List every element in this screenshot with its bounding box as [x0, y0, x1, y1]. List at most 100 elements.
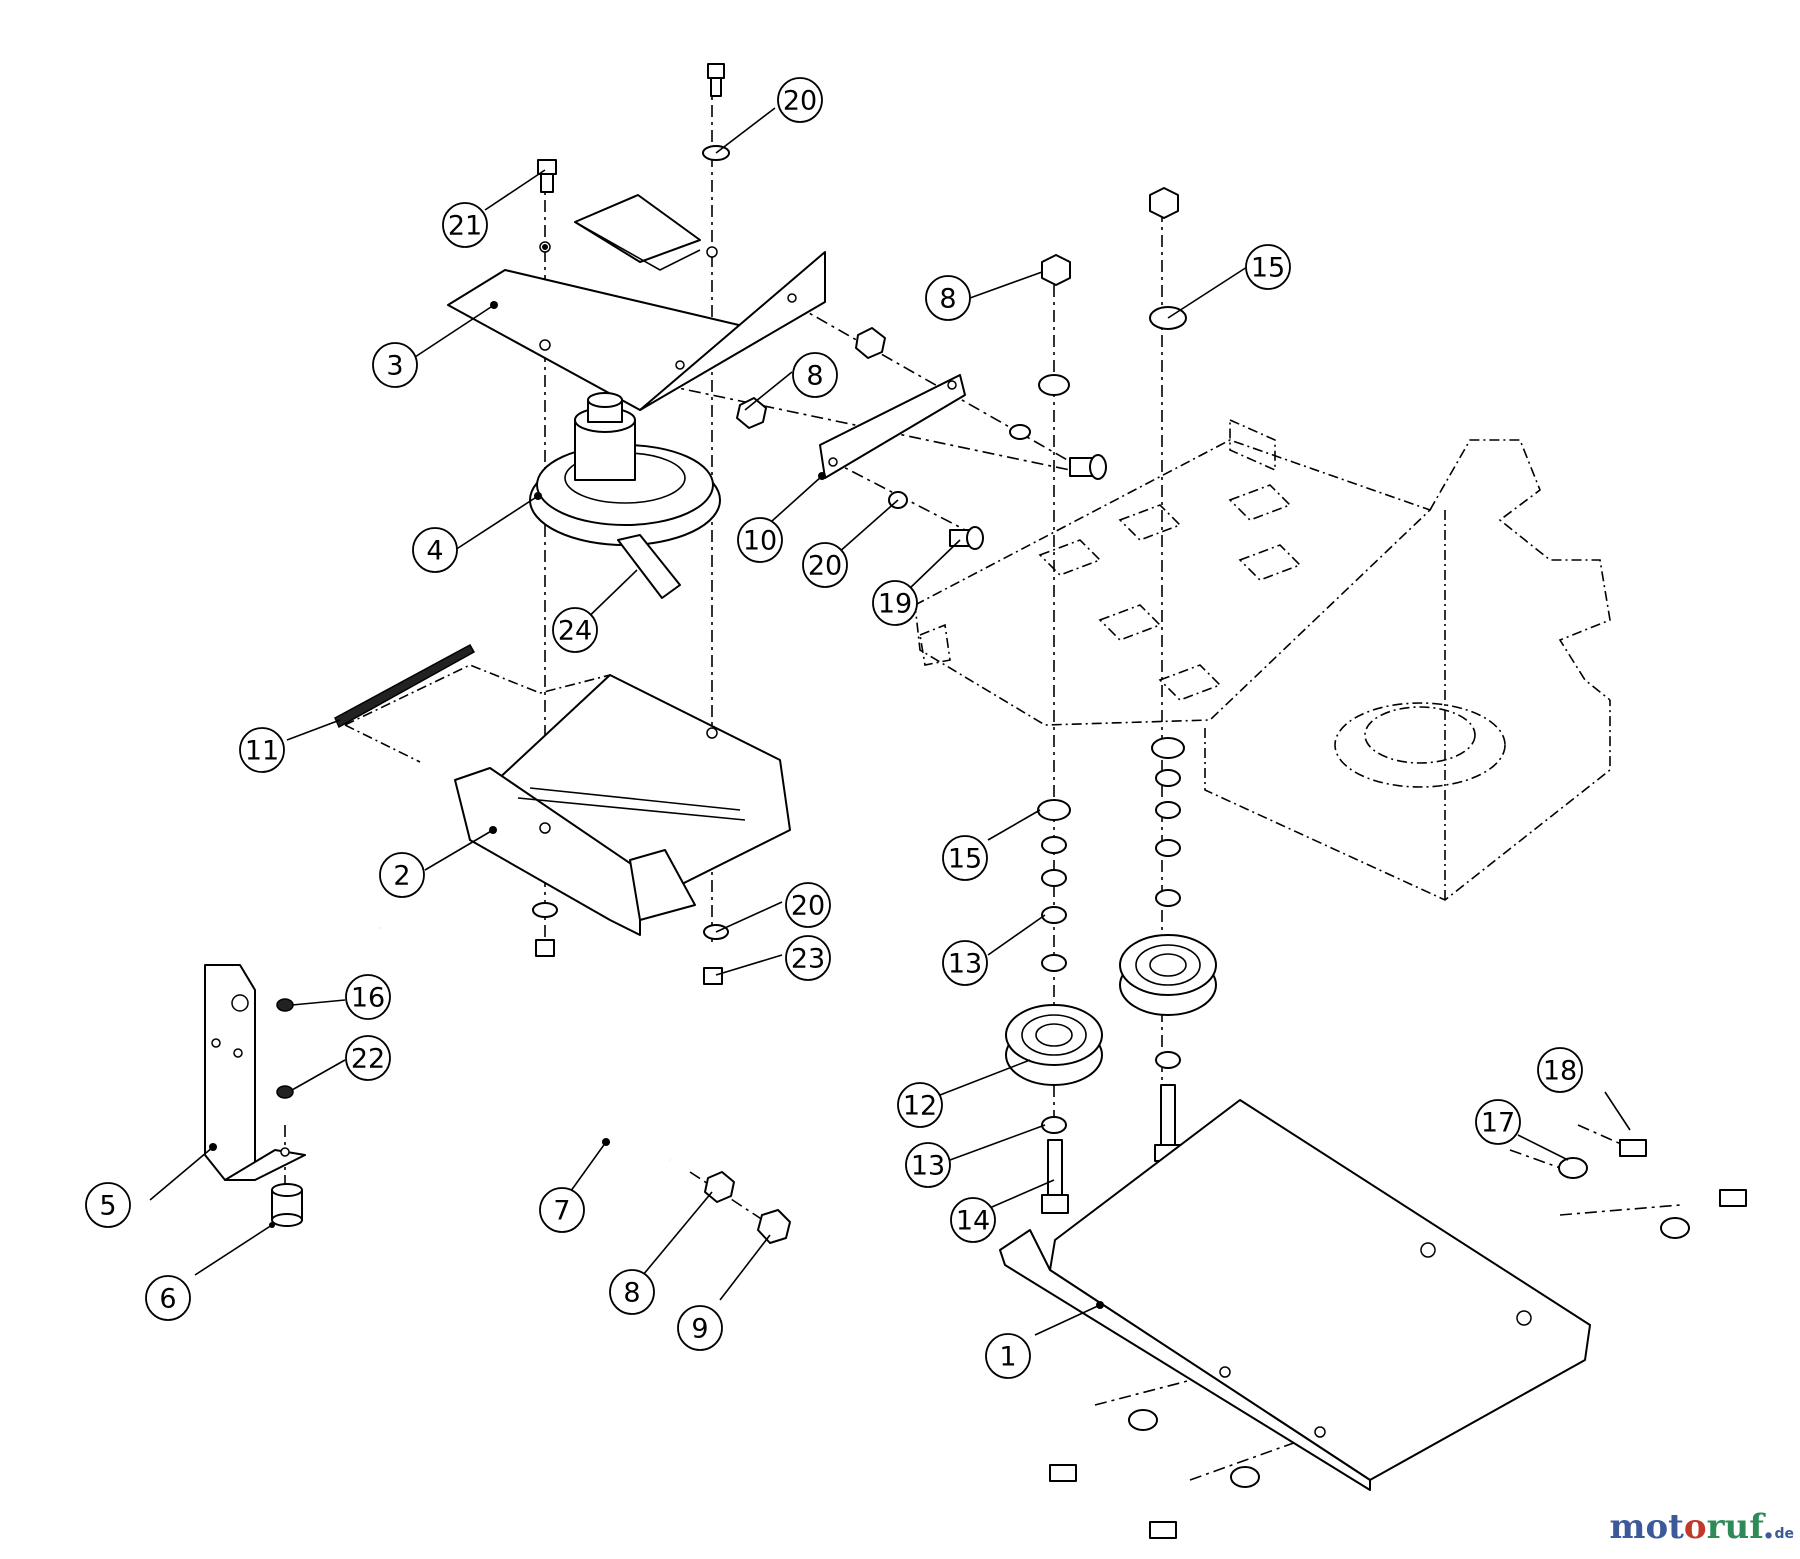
callout-20: 20 — [785, 882, 831, 928]
part-11-belt — [334, 643, 476, 729]
callout-circle — [85, 1182, 131, 1228]
callout-8: 8 — [925, 275, 971, 321]
callout-label: 13 — [911, 1151, 945, 1182]
part-10-link — [818, 374, 966, 480]
callout-circle — [777, 77, 823, 123]
callout-label: 1 — [999, 1342, 1016, 1373]
callout-label: 2 — [393, 861, 410, 892]
hardware-bolts-top — [532, 63, 730, 985]
callout-10: 10 — [737, 517, 783, 563]
callout-2: 2 — [379, 852, 425, 898]
callout-label: 12 — [903, 1091, 937, 1122]
callout-20: 20 — [777, 77, 823, 123]
callout-label: 13 — [948, 949, 982, 980]
callout-label: 15 — [948, 844, 982, 875]
callout-label: 17 — [1481, 1108, 1515, 1139]
callout-18: 18 — [1537, 1047, 1583, 1093]
callout-circle — [950, 1197, 996, 1243]
callout-8: 8 — [792, 352, 838, 398]
callout-label: 10 — [743, 526, 777, 557]
callout-circle — [942, 835, 988, 881]
callout-5: 5 — [85, 1182, 131, 1228]
callout-21: 21 — [442, 202, 488, 248]
callout-circle — [239, 727, 285, 773]
callout-1: 1 — [985, 1333, 1031, 1379]
callout-label: 24 — [558, 616, 592, 647]
chassis-frame — [914, 418, 1611, 901]
callout-label: 16 — [351, 983, 385, 1014]
callout-circle — [905, 1142, 951, 1188]
callout-label: 18 — [1543, 1056, 1577, 1087]
callout-13: 13 — [942, 940, 988, 986]
callout-circle — [1245, 244, 1291, 290]
callout-17: 17 — [1475, 1099, 1521, 1145]
callout-circle — [792, 352, 838, 398]
callout-label: 8 — [939, 284, 956, 315]
callout-22: 22 — [345, 1035, 391, 1081]
callout-label: 3 — [386, 351, 403, 382]
callout-circle — [872, 580, 918, 626]
part-7-rod — [375, 906, 791, 1244]
callout-circle — [345, 974, 391, 1020]
callout-7: 7 — [539, 1187, 585, 1233]
callout-12: 12 — [897, 1082, 943, 1128]
callout-label: 7 — [553, 1196, 570, 1227]
callout-circle — [897, 1082, 943, 1128]
callout-label: 14 — [956, 1206, 990, 1237]
callout-3: 3 — [372, 342, 418, 388]
callout-circle — [345, 1035, 391, 1081]
callout-label: 21 — [448, 211, 482, 242]
callout-circle — [985, 1333, 1031, 1379]
callout-circle — [412, 527, 458, 573]
callout-16: 16 — [345, 974, 391, 1020]
callout-circle — [1537, 1047, 1583, 1093]
callout-label: 20 — [783, 86, 817, 117]
callout-circle — [372, 342, 418, 388]
callout-label: 22 — [351, 1044, 385, 1075]
callout-circle — [609, 1269, 655, 1315]
callout-24: 24 — [552, 607, 598, 653]
callout-circle — [785, 882, 831, 928]
part-1-plate — [999, 1099, 1747, 1539]
callout-circle — [1475, 1099, 1521, 1145]
callout-label: 15 — [1251, 253, 1285, 284]
callout-label: 6 — [159, 1284, 176, 1315]
callout-19: 19 — [872, 580, 918, 626]
callout-circle — [539, 1187, 585, 1233]
stack-right — [1149, 187, 1187, 1162]
callout-label: 20 — [808, 551, 842, 582]
part-2-plate — [344, 664, 791, 936]
callout-circle — [737, 517, 783, 563]
callout-circle — [379, 852, 425, 898]
hardware-center — [736, 327, 1107, 550]
callout-9: 9 — [677, 1305, 723, 1351]
callout-circle — [785, 935, 831, 981]
part-5-bracket — [204, 964, 306, 1228]
callout-15: 15 — [1245, 244, 1291, 290]
callout-circle — [925, 275, 971, 321]
stack-left — [1037, 254, 1071, 1214]
callout-15: 15 — [942, 835, 988, 881]
callout-4: 4 — [412, 527, 458, 573]
callout-20: 20 — [802, 542, 848, 588]
callout-circle — [145, 1275, 191, 1321]
part-4-pulley — [529, 392, 721, 599]
callout-label: 23 — [791, 944, 825, 975]
callout-13: 13 — [905, 1142, 951, 1188]
callout-circle — [942, 940, 988, 986]
callout-label: 20 — [791, 891, 825, 922]
callout-label: 19 — [878, 589, 912, 620]
leader-lines — [149, 107, 1631, 1336]
callout-14: 14 — [950, 1197, 996, 1243]
part-3-bracket — [447, 194, 826, 411]
callout-circle — [677, 1305, 723, 1351]
callout-8: 8 — [609, 1269, 655, 1315]
callout-label: 8 — [806, 361, 823, 392]
callout-label: 11 — [245, 736, 279, 767]
watermark-logo: motoruf.de — [1609, 1507, 1794, 1547]
callout-circle — [442, 202, 488, 248]
callout-label: 9 — [691, 1314, 708, 1345]
callout-label: 5 — [99, 1191, 116, 1222]
